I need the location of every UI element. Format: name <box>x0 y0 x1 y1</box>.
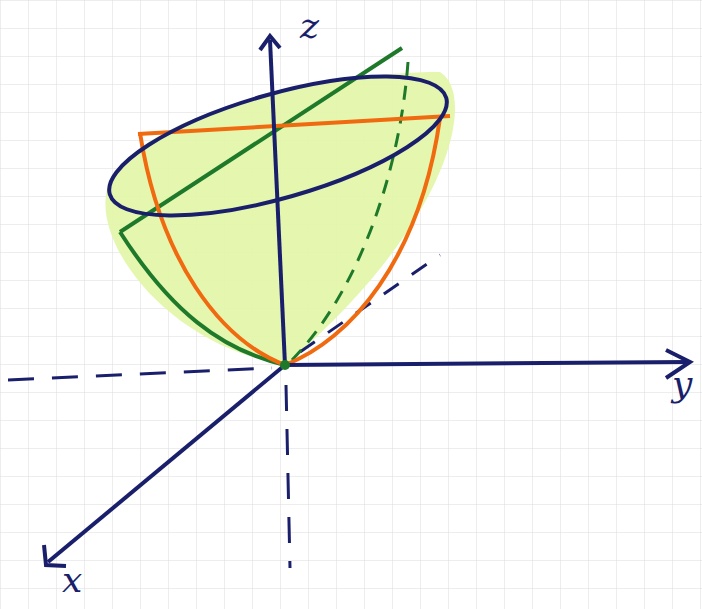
z-arrowhead <box>260 36 280 50</box>
origin-dot <box>280 360 290 370</box>
x-axis <box>48 365 285 562</box>
axis-label: x <box>62 562 82 598</box>
axis-label: y <box>672 366 692 402</box>
axis-label: z <box>300 8 319 44</box>
negative-z-axis <box>286 385 290 568</box>
y-axis <box>285 362 688 365</box>
hidden-x-axis <box>300 255 440 352</box>
negative-y-axis <box>8 368 272 380</box>
z-axis <box>270 40 285 365</box>
green-hidden-curve <box>292 62 408 360</box>
